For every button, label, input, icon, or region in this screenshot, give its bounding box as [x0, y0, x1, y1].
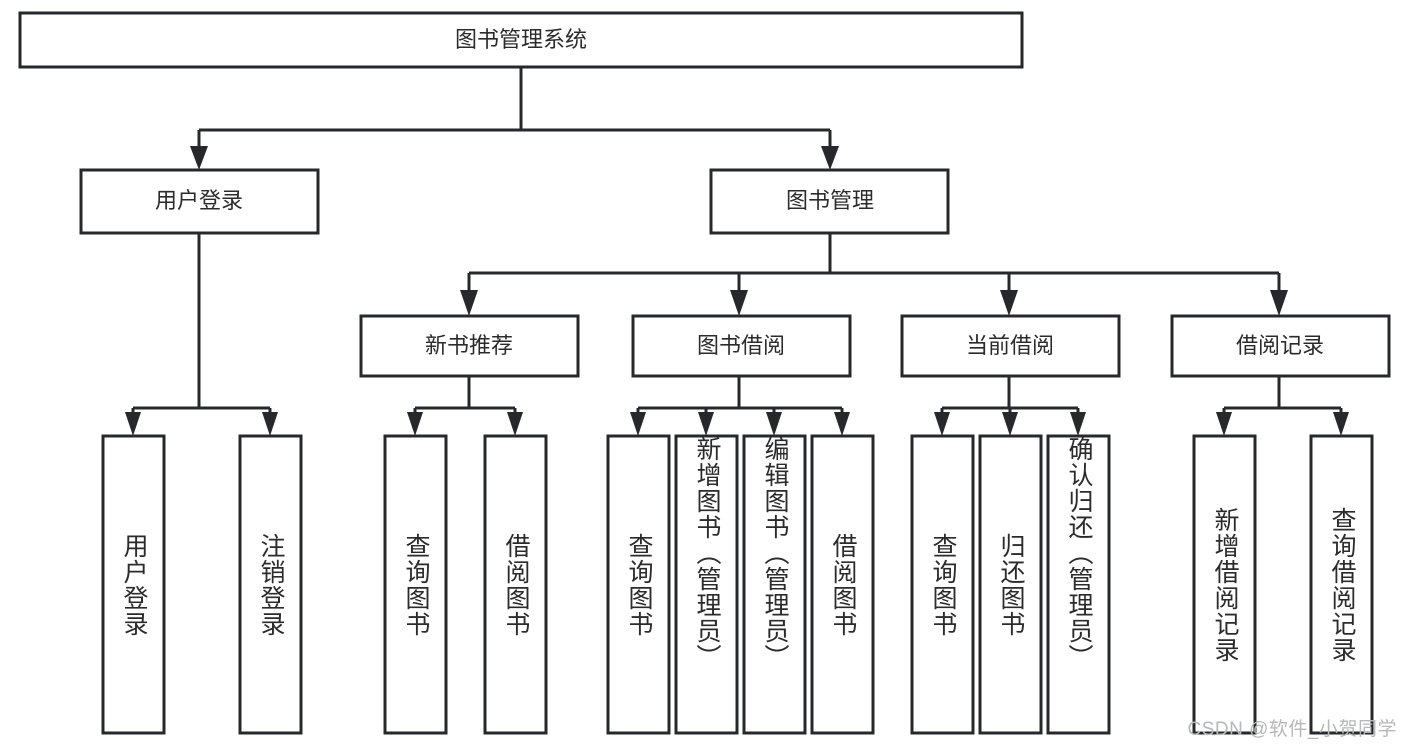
node-current-borrow-box[interactable]	[900, 314, 1121, 378]
node-root-label: 图书管理系统	[455, 27, 587, 52]
connector-group-book-management	[460, 233, 1288, 316]
arrow-head-leaf-edit-book	[766, 412, 782, 436]
arrow-head-leaf-query-book-3	[934, 412, 950, 436]
arrow-head-leaf-confirm-return	[1070, 412, 1086, 436]
connector-group-current-borrow	[934, 376, 1086, 436]
node-book-borrow[interactable]: 图书借阅	[631, 314, 852, 378]
arrow-head-leaf-borrow-book-1	[507, 412, 523, 436]
node-leaf-query-record-box[interactable]	[1309, 434, 1374, 735]
node-book-management-box[interactable]	[709, 168, 950, 235]
node-book-management-label: 图书管理	[786, 188, 874, 213]
arrow-head-book-management	[821, 146, 839, 170]
arrow-head-new-book-recommend	[460, 290, 478, 316]
arrow-head-leaf-user-login	[125, 412, 141, 436]
node-user-login-label: 用户登录	[155, 188, 243, 213]
arrow-head-book-borrow	[730, 290, 748, 316]
arrow-head-user-login	[190, 146, 208, 170]
node-borrow-record[interactable]: 借阅记录	[1170, 314, 1391, 378]
node-leaf-user-logout-box[interactable]	[238, 434, 303, 735]
node-leaf-user-login-box[interactable]	[101, 434, 166, 735]
node-book-borrow-box[interactable]	[631, 314, 852, 378]
arrow-head-leaf-borrow-book-2	[834, 412, 850, 436]
arrow-head-leaf-add-record	[1216, 412, 1232, 436]
connector-group-user-login	[125, 233, 278, 436]
node-user-login[interactable]: 用户登录	[79, 168, 320, 235]
node-leaf-return-book-box[interactable]	[978, 434, 1043, 735]
node-current-borrow[interactable]: 当前借阅	[900, 314, 1121, 378]
node-leaf-query-book-3-box[interactable]	[910, 434, 975, 735]
arrow-head-leaf-query-record	[1333, 412, 1349, 436]
node-borrow-record-box[interactable]	[1170, 314, 1391, 378]
connector-group-new-book-recommend	[407, 376, 523, 436]
node-leaf-confirm-return-box[interactable]	[1046, 434, 1111, 735]
node-leaf-borrow-book-2-box[interactable]	[810, 434, 875, 735]
connector-group-book-borrow	[630, 376, 850, 436]
arrow-head-leaf-user-logout	[262, 412, 278, 436]
node-new-book-recommend-box[interactable]	[359, 314, 580, 378]
node-leaf-add-book-box[interactable]	[674, 434, 739, 735]
node-leaf-query-book-2-box[interactable]	[606, 434, 671, 735]
arrow-head-leaf-add-book	[698, 412, 714, 436]
node-leaf-edit-book-box[interactable]	[742, 434, 807, 735]
node-root-box[interactable]	[18, 11, 1024, 69]
node-user-login-box[interactable]	[79, 168, 320, 235]
node-leaf-add-record-box[interactable]	[1192, 434, 1257, 735]
node-current-borrow-label: 当前借阅	[966, 333, 1054, 358]
node-root[interactable]: 图书管理系统	[18, 11, 1024, 69]
arrow-head-current-borrow	[1000, 290, 1018, 316]
watermark-text: CSDN @软件_小贺同学	[1187, 719, 1397, 740]
node-new-book-recommend-label: 新书推荐	[425, 333, 513, 358]
node-leaf-query-book-1-box[interactable]	[383, 434, 448, 735]
connector-group-borrow-record	[1216, 376, 1349, 436]
arrow-head-leaf-query-book-1	[407, 412, 423, 436]
node-book-management[interactable]: 图书管理	[709, 168, 950, 235]
arrow-head-borrow-record	[1270, 290, 1288, 316]
node-leaf-borrow-book-1-box[interactable]	[483, 434, 548, 735]
node-book-borrow-label: 图书借阅	[697, 333, 785, 358]
node-new-book-recommend[interactable]: 新书推荐	[359, 314, 580, 378]
arrow-head-leaf-return-book	[1002, 412, 1018, 436]
arrow-head-leaf-query-book-2	[630, 412, 646, 436]
node-borrow-record-label: 借阅记录	[1236, 333, 1324, 358]
connector-group-root	[190, 67, 839, 170]
